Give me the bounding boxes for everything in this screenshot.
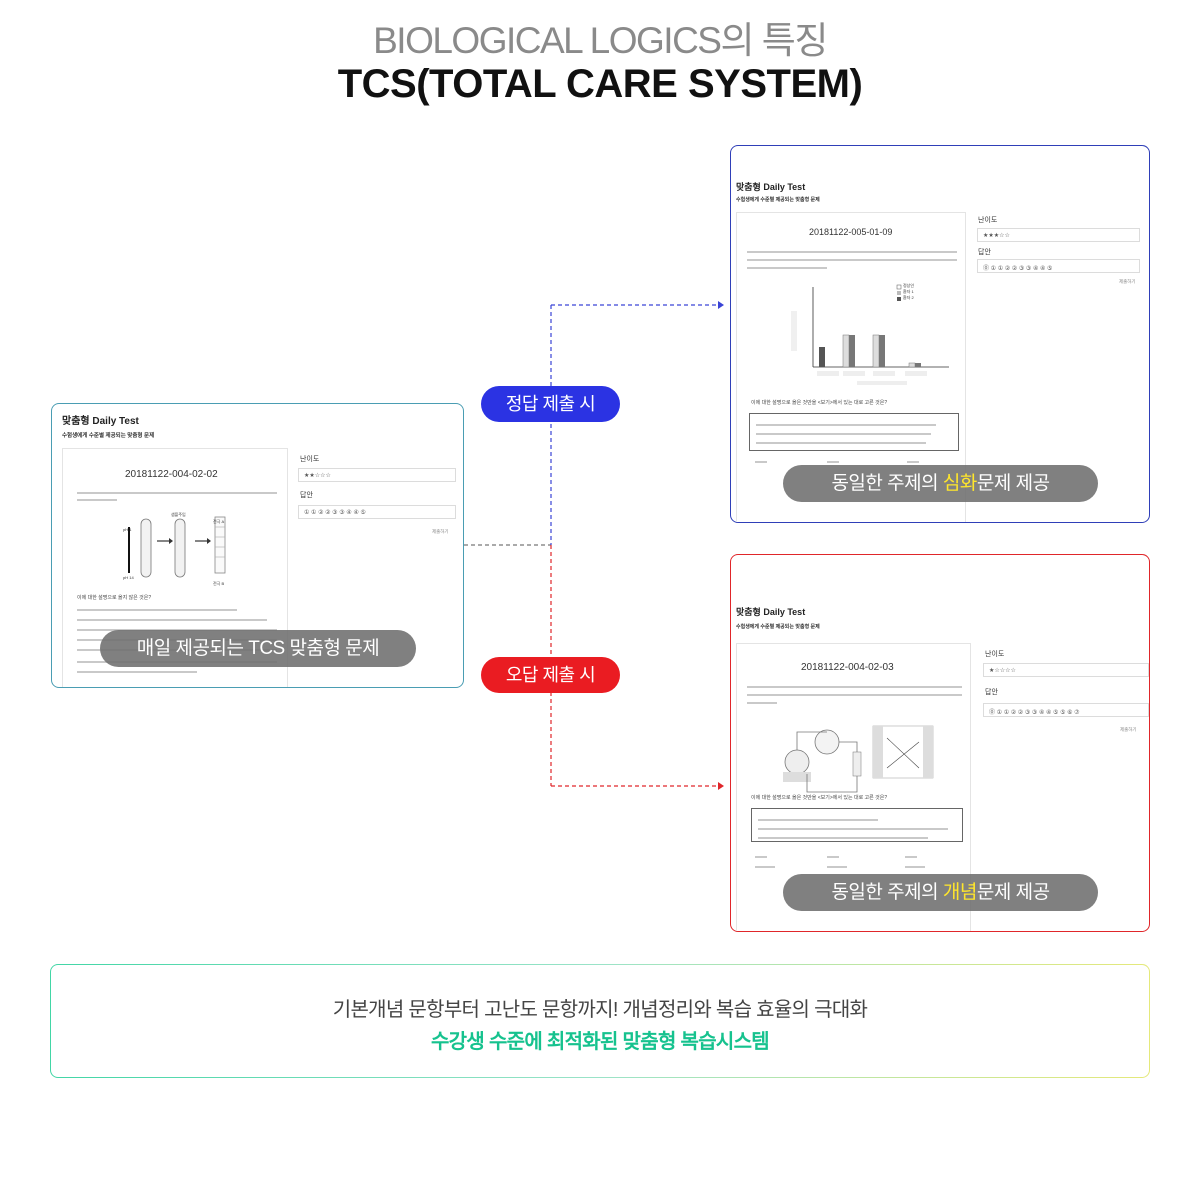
page-subtitle: BIOLOGICAL LOGICS의 특징 bbox=[373, 20, 828, 61]
card-heading: 맞춤형 Daily Test bbox=[736, 182, 806, 192]
correct-submit-badge: 정답 제출 시 bbox=[481, 386, 620, 422]
difficulty-rating: ★★☆☆☆ bbox=[298, 468, 456, 482]
legend-patient-1: 환자 1 bbox=[903, 289, 914, 294]
fig-label-sample: 샘플주입 bbox=[171, 512, 186, 517]
question-code: 20181122-004-02-03 bbox=[801, 662, 894, 673]
summary-box: 기본개념 문항부터 고난도 문항까지! 개념정리와 복습 효율의 극대화 수강생… bbox=[50, 964, 1150, 1078]
daily-problem-caption: 매일 제공되는 TCS 맞춤형 문제 bbox=[100, 630, 416, 667]
question-text: 이에 대한 설명으로 옳은 것만을 <보기>에서 있는 대로 고른 것은? bbox=[751, 795, 888, 801]
legend-patient-2: 환자 2 bbox=[903, 295, 914, 300]
arrow-top bbox=[718, 301, 724, 309]
summary-line-1: 기본개념 문항부터 고난도 문항까지! 개념정리와 복습 효율의 극대화 bbox=[332, 999, 868, 1021]
submit-button[interactable]: 제출하기 bbox=[1120, 727, 1137, 732]
fig-label-ph1: pH 1 bbox=[123, 527, 132, 532]
difficulty-label: 난이도 bbox=[985, 651, 1005, 658]
caption-highlight: 심화 bbox=[942, 473, 977, 494]
question-code: 20181122-005-01-09 bbox=[809, 227, 893, 237]
answer-label: 답안 bbox=[978, 249, 991, 256]
difficulty-label: 난이도 bbox=[300, 456, 320, 463]
answer-label: 답안 bbox=[985, 689, 998, 696]
difficulty-rating: ★☆☆☆☆ bbox=[983, 663, 1149, 677]
fig-label-electrode-a: 전극 A bbox=[213, 519, 225, 524]
answer-label: 답안 bbox=[300, 492, 313, 499]
bar-figure bbox=[791, 284, 949, 385]
question-text: 이에 대한 설명으로 옳지 않은 것은? bbox=[77, 595, 152, 601]
answer-choices[interactable]: ① ① ② ② ③ ③ ④ ④ ⑤ bbox=[298, 505, 456, 519]
legend-normal: 정상인 bbox=[903, 283, 915, 288]
difficulty-label: 난이도 bbox=[978, 217, 998, 224]
card-heading: 맞춤형 Daily Test bbox=[62, 416, 139, 427]
fig-label-electrode-b: 전극 B bbox=[213, 581, 225, 586]
page-title: TCS(TOTAL CARE SYSTEM) bbox=[337, 62, 863, 106]
card-heading: 맞춤형 Daily Test bbox=[736, 607, 806, 617]
arrow-bottom bbox=[718, 782, 724, 790]
example-box bbox=[751, 808, 963, 842]
difficulty-rating: ★★★☆☆ bbox=[977, 228, 1140, 242]
card-subheading: 수험생에게 수준별 제공되는 맞춤형 문제 bbox=[62, 433, 155, 439]
example-box bbox=[749, 413, 959, 451]
card-subheading: 수험생에게 수준별 제공되는 맞춤형 문제 bbox=[736, 197, 820, 203]
fig-label-ph14: pH 14 bbox=[123, 575, 134, 580]
wrong-submit-badge: 오답 제출 시 bbox=[481, 657, 620, 693]
submit-button[interactable]: 제출하기 bbox=[1119, 279, 1136, 284]
answer-choices[interactable]: ⓪ ① ① ② ② ③ ③ ④ ④ ⑤ bbox=[977, 259, 1140, 273]
summary-line-2: 수강생 수준에 최적화된 맞춤형 복습시스템 bbox=[430, 1031, 770, 1053]
submit-button[interactable]: 제출하기 bbox=[432, 529, 449, 534]
apparatus-figure bbox=[783, 725, 934, 793]
answer-choices[interactable]: ⓪ ① ① ② ② ③ ③ ④ ④ ⑤ ⑤ ⑥ ⑦ bbox=[983, 703, 1149, 717]
card-subheading: 수험생에게 수준별 제공되는 맞춤형 문제 bbox=[736, 624, 820, 630]
concept-problem-caption: 동일한 주제의 개념문제 제공 bbox=[783, 874, 1098, 911]
electrophoresis-figure bbox=[128, 516, 226, 578]
caption-highlight: 개념 bbox=[942, 882, 977, 903]
advanced-problem-caption: 동일한 주제의 심화문제 제공 bbox=[783, 465, 1098, 502]
question-text: 이에 대한 설명으로 옳은 것만을 <보기>에서 있는 대로 고른 것은? bbox=[751, 400, 888, 406]
question-code: 20181122-004-02-02 bbox=[125, 469, 218, 480]
